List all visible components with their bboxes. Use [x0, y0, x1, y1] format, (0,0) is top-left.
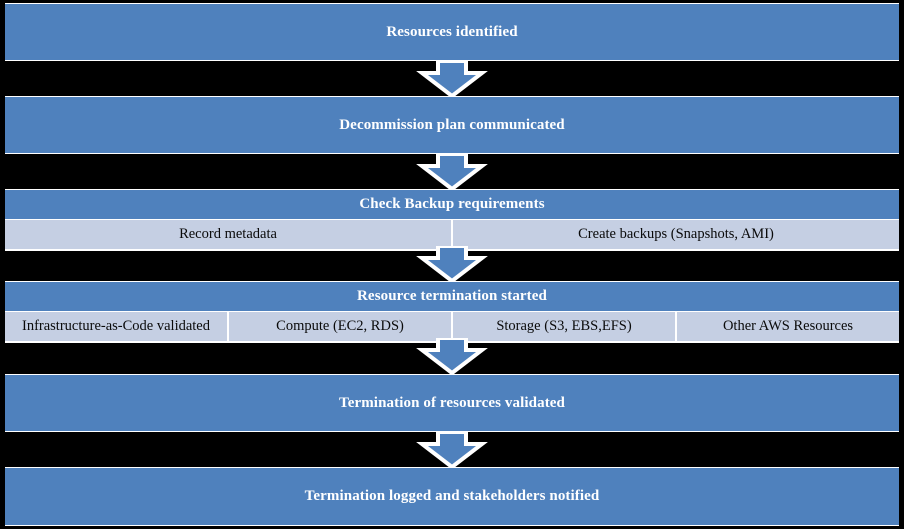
- flow-stage-resources-identified[interactable]: Resources identified: [5, 3, 899, 61]
- substep-create-backups[interactable]: Create backups (Snapshots, AMI): [453, 220, 899, 249]
- stage-label-termination-logged-and-stakeholders-notified: Termination logged and stakeholders noti…: [5, 467, 899, 526]
- substep-compute[interactable]: Compute (EC2, RDS): [229, 312, 453, 341]
- down-arrow-icon: [416, 61, 488, 97]
- down-arrow-icon: [416, 154, 488, 190]
- stage-label-decommission-plan-communicated: Decommission plan communicated: [5, 96, 899, 154]
- flow-stage-check-backup-requirements[interactable]: Check Backup requirements Record metadat…: [5, 189, 899, 251]
- down-arrow-icon: [416, 246, 488, 282]
- stage-label-resource-termination-started: Resource termination started: [5, 281, 899, 311]
- flow-stage-decommission-plan-communicated[interactable]: Decommission plan communicated: [5, 96, 899, 154]
- stage-label-check-backup-requirements: Check Backup requirements: [5, 189, 899, 219]
- stage-label-resources-identified: Resources identified: [5, 3, 899, 61]
- substep-storage[interactable]: Storage (S3, EBS,EFS): [453, 312, 677, 341]
- flow-stage-termination-of-resources-validated[interactable]: Termination of resources validated: [5, 374, 899, 432]
- down-arrow-icon: [416, 432, 488, 468]
- substep-infrastructure-as-code-validated[interactable]: Infrastructure-as-Code validated: [5, 312, 229, 341]
- substep-other-aws-resources[interactable]: Other AWS Resources: [677, 312, 899, 341]
- flow-stage-termination-logged-and-stakeholders-notified[interactable]: Termination logged and stakeholders noti…: [5, 467, 899, 526]
- stage-label-termination-of-resources-validated: Termination of resources validated: [5, 374, 899, 432]
- substep-record-metadata[interactable]: Record metadata: [5, 220, 453, 249]
- down-arrow-icon: [416, 338, 488, 374]
- substep-row-check-backup-requirements: Record metadata Create backups (Snapshot…: [5, 219, 899, 251]
- substep-row-resource-termination-started: Infrastructure-as-Code validated Compute…: [5, 311, 899, 343]
- flow-stage-resource-termination-started[interactable]: Resource termination started Infrastruct…: [5, 281, 899, 343]
